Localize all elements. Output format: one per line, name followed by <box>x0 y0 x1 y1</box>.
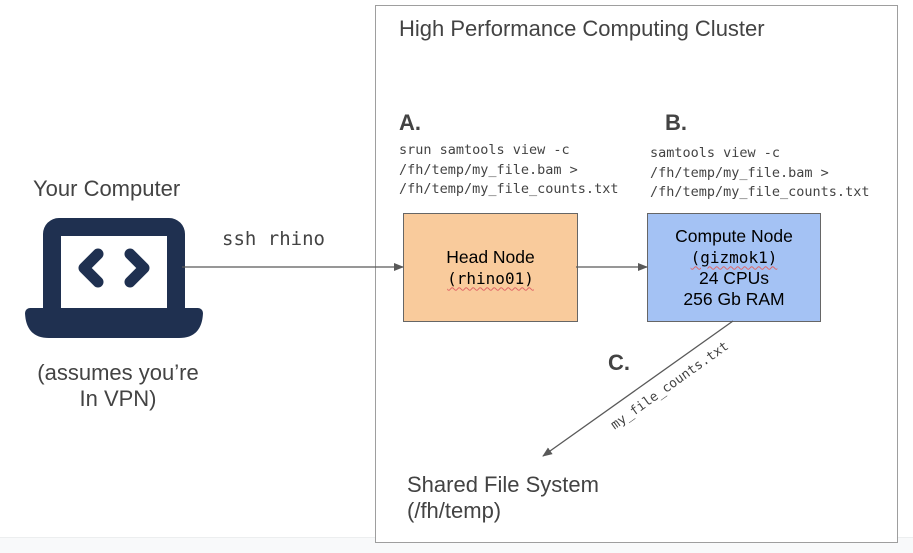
head-node-name: Head Node <box>446 246 535 267</box>
shared-file-system: Shared File System (/fh/temp) <box>407 472 599 524</box>
compute-node: Compute Node (gizmok1) 24 CPUs 256 Gb RA… <box>647 213 821 322</box>
laptop-code-icon <box>25 218 203 338</box>
vpn-note-line1: (assumes you’re <box>37 360 199 385</box>
step-a-label: A. <box>399 110 421 135</box>
head-node: Head Node (rhino01) <box>403 213 578 322</box>
storage-name: Shared File System <box>407 472 599 497</box>
step-a-command: srun samtools view -c /fh/temp/my_file.b… <box>399 142 619 197</box>
step-b-command: samtools view -c /fh/temp/my_file.bam > … <box>650 145 870 200</box>
vpn-note-line2: In VPN) <box>79 386 157 411</box>
output-arrow <box>542 320 734 457</box>
vpn-note: (assumes you’re In VPN) <box>28 360 208 412</box>
compute-node-ram: 256 Gb RAM <box>683 288 785 309</box>
step-c-label: C. <box>608 350 630 375</box>
storage-path: (/fh/temp) <box>407 498 502 523</box>
step-b-label: B. <box>665 110 687 135</box>
compute-node-cpus: 24 CPUs <box>698 267 770 288</box>
compute-node-name: Compute Node <box>675 225 793 246</box>
compute-node-host: (gizmok1) <box>690 247 778 267</box>
cluster-title: High Performance Computing Cluster <box>399 16 765 41</box>
head-node-host: (rhino01) <box>447 268 534 288</box>
ssh-command: ssh rhino <box>222 228 325 250</box>
computer-title: Your Computer <box>33 176 181 201</box>
